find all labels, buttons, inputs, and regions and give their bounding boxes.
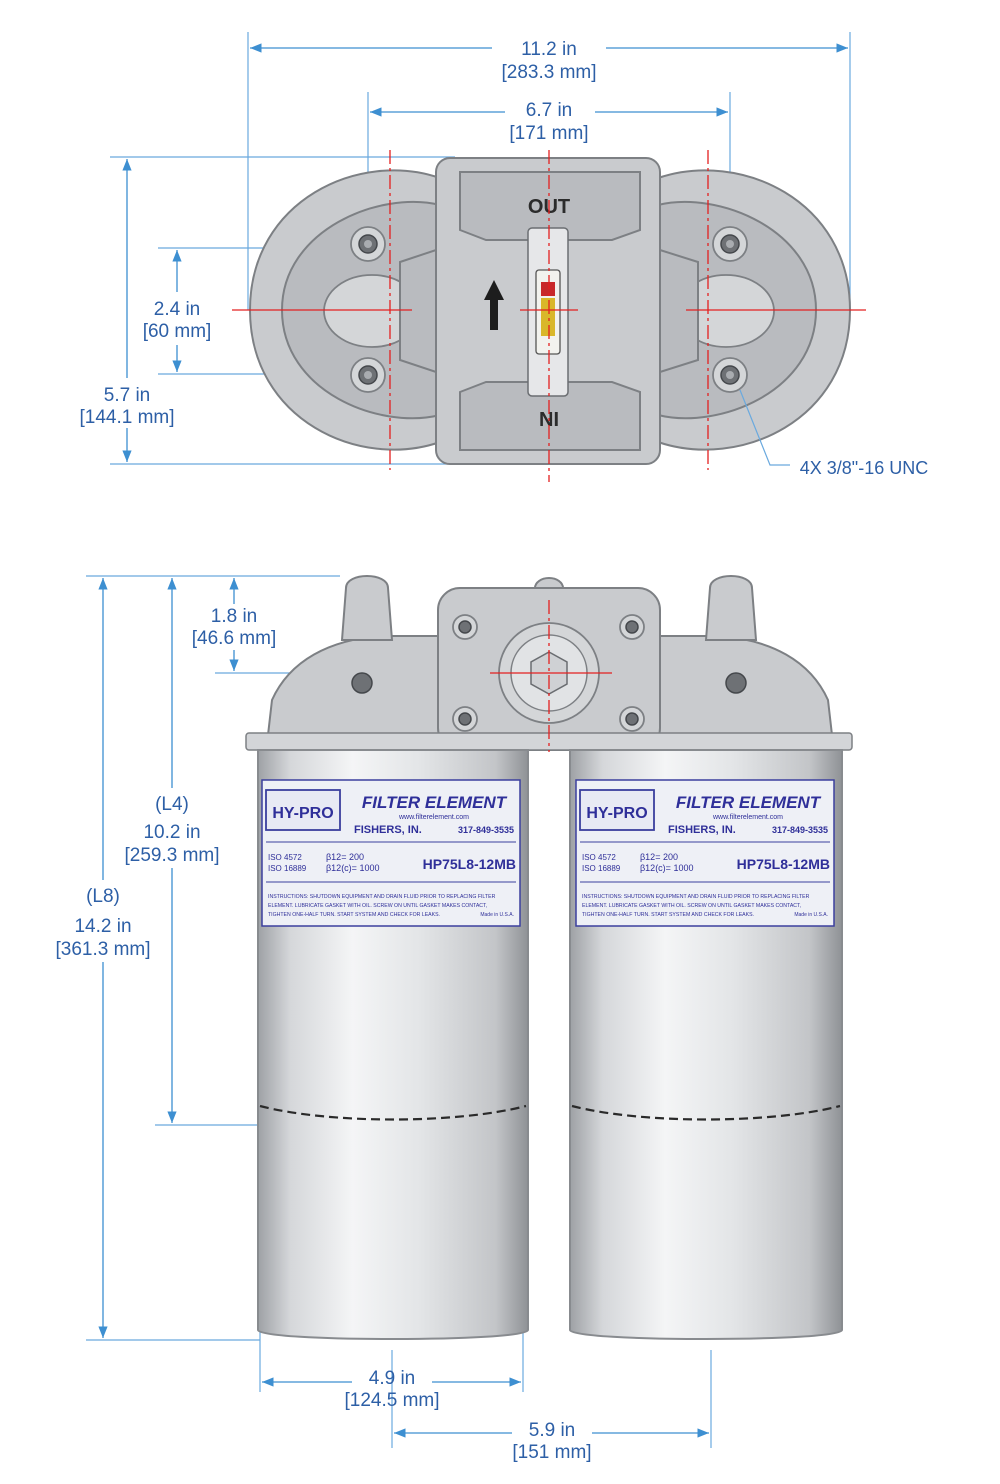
side-hole xyxy=(351,672,373,694)
side-hole xyxy=(725,672,747,694)
dim-port-height-metric: [46.6 mm] xyxy=(192,628,276,649)
right-bridge xyxy=(659,248,699,374)
indicator-red-zone xyxy=(541,282,555,296)
label-title: FILTER ELEMENT xyxy=(676,793,822,812)
label-beta1: β12= 200 xyxy=(326,852,364,862)
mount-hole xyxy=(712,357,748,393)
dim-can-spacing-metric: [151 mm] xyxy=(512,1442,591,1463)
mount-hole xyxy=(350,357,386,393)
filter-label-left: HY-PRO FILTER ELEMENT www.filterelement.… xyxy=(261,779,521,927)
dim-can-diameter-metric: [124.5 mm] xyxy=(344,1390,439,1411)
dim-l8-metric: [361.3 mm] xyxy=(55,939,150,960)
top-view: 11.2 in [283.3 mm] 6.7 in [171 mm] 5.7 i… xyxy=(79,32,928,482)
label-title: FILTER ELEMENT xyxy=(362,793,508,812)
can-seam xyxy=(571,1104,841,1121)
front-view: 1.8 in [46.6 mm] (L4) 10.2 in [259.3 mm]… xyxy=(55,575,853,1463)
filter-label-right: HY-PRO FILTER ELEMENT www.filterelement.… xyxy=(575,779,835,927)
dim-can-diameter-value: 4.9 in xyxy=(369,1368,415,1389)
dim-overall-width-metric: [283.3 mm] xyxy=(501,62,596,83)
flange-bolt xyxy=(452,614,478,640)
indicator-yellow-zone xyxy=(541,298,555,336)
label-location: FISHERS, IN. xyxy=(354,824,422,836)
label-phone: 317-849-3535 xyxy=(772,825,828,835)
label-made-in: Made in U.S.A. xyxy=(480,912,514,918)
right-vent-nozzle xyxy=(704,575,758,641)
label-iso1: ISO 4572 xyxy=(582,853,616,862)
can-seam xyxy=(259,1104,527,1121)
dim-l4-value: 10.2 in xyxy=(143,822,200,843)
label-instructions-2: ELEMENT. LUBRICATE GASKET WITH OIL. SCRE… xyxy=(582,903,801,909)
dim-l8-tag: (L8) xyxy=(86,886,120,907)
label-brand: HY-PRO xyxy=(272,805,333,822)
label-beta2: β12(c)= 1000 xyxy=(640,863,693,873)
label-beta2: β12(c)= 1000 xyxy=(326,863,379,873)
label-brand: HY-PRO xyxy=(586,805,647,822)
outlet-pad xyxy=(459,171,641,241)
label-iso2: ISO 16889 xyxy=(268,864,307,873)
dim-port-spacing-value: 6.7 in xyxy=(526,100,572,121)
label-instructions-3: TIGHTEN ONE-HALF TURN. START SYSTEM AND … xyxy=(268,912,440,918)
dim-can-spacing-value: 5.9 in xyxy=(529,1420,575,1441)
dim-overall-depth-value: 5.7 in xyxy=(104,385,150,406)
dim-hole-spacing-value: 2.4 in xyxy=(154,299,200,320)
label-iso2: ISO 16889 xyxy=(582,864,621,873)
left-vent-nozzle xyxy=(340,575,394,641)
label-website: www.filterelement.com xyxy=(398,814,469,821)
brand-box xyxy=(579,789,655,831)
dim-l8-value: 14.2 in xyxy=(74,916,131,937)
inlet-pad xyxy=(459,381,641,451)
label-instructions-3: TIGHTEN ONE-HALF TURN. START SYSTEM AND … xyxy=(582,912,754,918)
mount-hole xyxy=(350,226,386,262)
label-made-in: Made in U.S.A. xyxy=(794,912,828,918)
thread-leader-line xyxy=(739,389,790,466)
label-instructions-2: ELEMENT. LUBRICATE GASKET WITH OIL. SCRE… xyxy=(268,903,487,909)
thread-callout: 4X 3/8"-16 UNC xyxy=(800,458,928,478)
dim-port-spacing-metric: [171 mm] xyxy=(509,123,588,144)
dim-l4-metric: [259.3 mm] xyxy=(124,845,219,866)
label-phone: 317-849-3535 xyxy=(458,825,514,835)
brand-box xyxy=(265,789,341,831)
label-part-number: HP75L8-12MB xyxy=(423,856,516,872)
dim-port-height-value: 1.8 in xyxy=(211,606,257,627)
label-iso1: ISO 4572 xyxy=(268,853,302,862)
label-website: www.filterelement.com xyxy=(712,814,783,821)
left-bridge xyxy=(399,248,437,374)
label-part-number: HP75L8-12MB xyxy=(737,856,830,872)
mount-hole xyxy=(712,226,748,262)
label-instructions-1: INSTRUCTIONS: SHUTDOWN EQUIPMENT AND DRA… xyxy=(582,894,810,900)
label-beta1: β12= 200 xyxy=(640,852,678,862)
label-location: FISHERS, IN. xyxy=(668,824,736,836)
flange-bolt xyxy=(452,706,478,732)
flange-bolt xyxy=(619,706,645,732)
dim-overall-width-value: 11.2 in xyxy=(521,39,577,60)
dim-l4-tag: (L4) xyxy=(155,794,189,815)
flow-arrow-icon xyxy=(484,280,504,330)
dim-overall-depth-metric: [144.1 mm] xyxy=(79,407,174,428)
dim-hole-spacing-metric: [60 mm] xyxy=(143,321,212,342)
label-instructions-1: INSTRUCTIONS: SHUTDOWN EQUIPMENT AND DRA… xyxy=(268,894,496,900)
flange-bolt xyxy=(619,614,645,640)
